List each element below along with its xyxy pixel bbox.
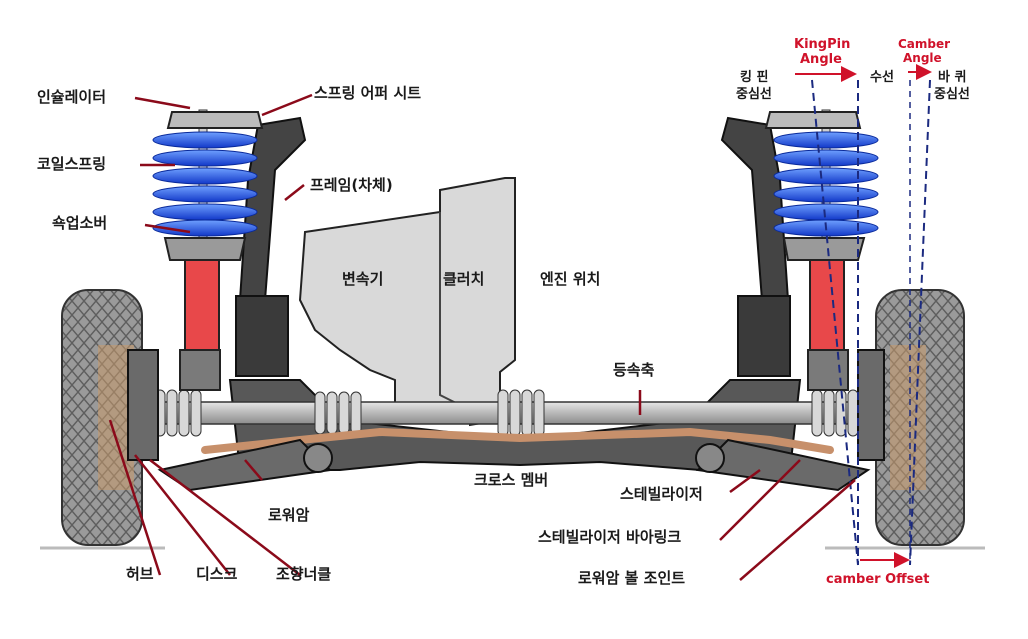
cv-boot-left-inner xyxy=(314,391,362,435)
label-stabilizer-bar-link: 스테빌라이저 바아링크 xyxy=(538,528,682,546)
right-lower-seat xyxy=(782,237,866,261)
right-shock-lower xyxy=(807,349,849,391)
label-lower-arm-ball-joint: 로워암 볼 조인트 xyxy=(578,569,686,587)
frame-left xyxy=(238,116,307,301)
left-upper-seat xyxy=(166,111,264,129)
label-shock-absorber: 쇽업소버 xyxy=(52,214,108,232)
label-hub: 허브 xyxy=(126,565,154,583)
label-wheel-center-2: 중심선 xyxy=(934,87,970,102)
right-coil-spring xyxy=(773,131,879,237)
left-coil-spring xyxy=(152,131,258,237)
left-lower-seat xyxy=(163,237,247,261)
label-frame: 프레임(차체) xyxy=(310,176,393,194)
label-lower-arm: 로워암 xyxy=(268,506,310,524)
label-disc: 디스크 xyxy=(196,565,238,583)
left-shock-lower xyxy=(179,349,221,391)
label-engine-position: 엔진 위치 xyxy=(540,270,601,288)
lower-arm-right-bushing xyxy=(695,443,725,473)
label-wheel-center-1: 바 퀴 xyxy=(938,70,967,85)
wheel-center-line xyxy=(909,79,931,566)
frame-right-mount xyxy=(737,295,791,377)
label-camber-angle: Angle xyxy=(903,51,942,65)
label-camber: Camber xyxy=(898,37,951,51)
label-cross-member: 크로스 멤버 xyxy=(474,471,549,489)
label-kingpin-angle: Angle xyxy=(800,52,842,67)
leader-lines xyxy=(108,93,856,581)
label-kingpin-center-1: 킹 핀 xyxy=(740,70,769,85)
engine-block-shape xyxy=(298,177,516,427)
label-coil-spring: 코일스프링 xyxy=(37,155,107,173)
left-shock-absorber-body xyxy=(184,259,220,351)
label-camber-offset: camber Offset xyxy=(826,572,930,587)
cv-boot-center-left xyxy=(497,389,545,437)
label-knuckle: 조향너클 xyxy=(276,565,332,583)
label-cv-shaft: 등속축 xyxy=(613,361,655,379)
label-kingpin: KingPin xyxy=(794,37,851,52)
label-insulator: 인슐레이터 xyxy=(37,88,107,106)
label-kingpin-center-2: 중심선 xyxy=(736,87,772,102)
right-upper-seat xyxy=(764,111,862,129)
label-clutch: 클러치 xyxy=(443,270,485,288)
cv-boot-right-outer xyxy=(811,389,859,437)
right-shock-absorber-body xyxy=(809,259,845,351)
lower-arm-right xyxy=(695,438,871,492)
frame-right xyxy=(720,116,790,301)
right-hub-disc xyxy=(890,345,926,490)
right-knuckle xyxy=(857,349,885,461)
left-knuckle xyxy=(127,349,159,461)
frame-left-mount xyxy=(235,295,289,377)
lower-arm-left-bushing xyxy=(303,443,333,473)
label-spring-upper-seat: 스프링 어퍼 시트 xyxy=(314,84,422,102)
label-transmission: 변속기 xyxy=(342,270,384,288)
label-vertical-line: 수선 xyxy=(870,70,894,85)
label-stabilizer: 스테빌라이저 xyxy=(620,485,703,503)
